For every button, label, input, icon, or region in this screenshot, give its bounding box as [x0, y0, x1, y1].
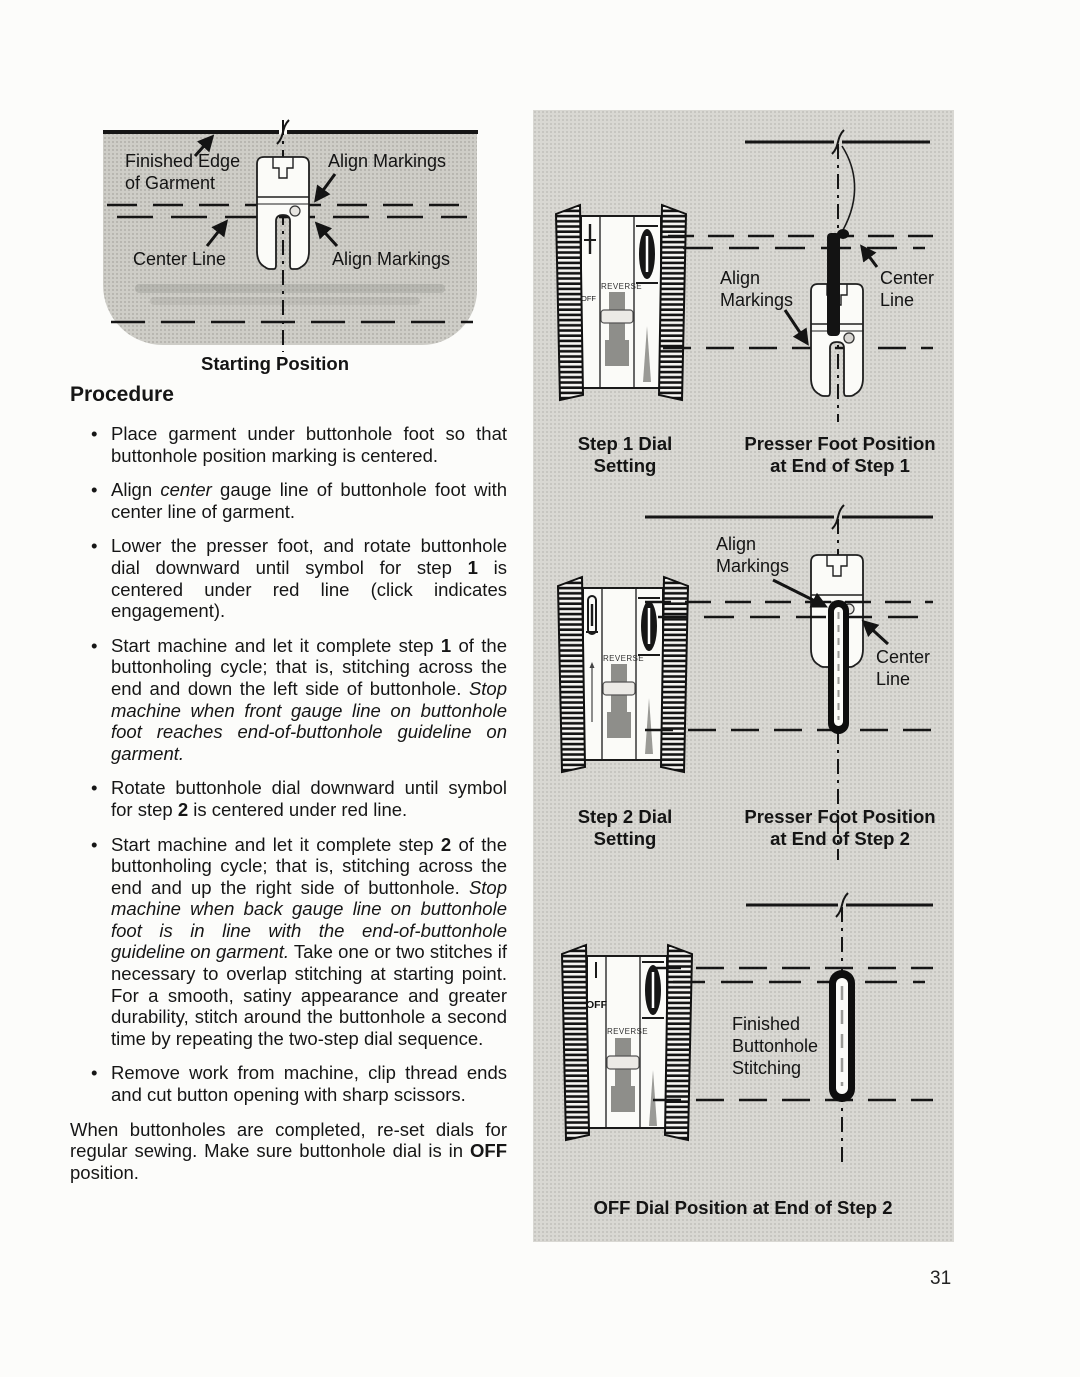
arrow-align-markings	[783, 309, 809, 346]
panel3-caption: OFF Dial Position at End of Step 2	[593, 1197, 893, 1218]
knurled-band	[554, 203, 585, 402]
bullet-marker: •	[91, 833, 98, 855]
panel3-label-finished: Finished Buttonhole Stitching	[732, 1014, 819, 1078]
bullet-text: Start machine and let it complete step 1…	[111, 634, 507, 764]
procedure-bullet-1: • Place garment under buttonhole foot so…	[70, 423, 507, 466]
procedure-bullet-7: • Remove work from machine, clip thread …	[70, 1062, 507, 1105]
panel2-label-center-line: Center Line	[876, 647, 931, 689]
arrow-align-bottom	[314, 221, 339, 248]
bullet-marker: •	[91, 634, 98, 656]
panel1-label-align-markings: Align Markings	[720, 268, 794, 310]
bullet-text: Align center gauge line of buttonhole fo…	[111, 479, 507, 522]
break-slash	[831, 504, 845, 530]
panel1-art: OFF REVERSE	[554, 129, 933, 422]
arrow-align-markings	[772, 578, 828, 608]
bullet-marker: •	[91, 535, 98, 557]
dial-off-label: OFF	[586, 999, 608, 1011]
bullet-marker: •	[91, 777, 98, 799]
bullet-marker: •	[91, 423, 98, 444]
label-center-line: Center Line	[133, 249, 227, 269]
label-align-markings-bottom: Align Markings	[332, 249, 451, 269]
panel3-art: OFF REVERSE	[560, 892, 933, 1167]
procedure-bullet-6: • Start machine and let it complete step…	[70, 834, 507, 1050]
bullet-text: Place garment under buttonhole foot so t…	[111, 423, 507, 466]
dial-pointer	[643, 326, 651, 382]
stitching	[827, 233, 840, 336]
bullet-marker: •	[91, 479, 98, 501]
procedure-bullet-5: • Rotate buttonhole dial downward until …	[70, 777, 507, 820]
buttonhole-dial-step1: OFF REVERSE	[554, 203, 688, 402]
dial-reverse-label: REVERSE	[603, 654, 644, 663]
panel2-art: REVERSE	[556, 504, 933, 860]
bullet-marker: •	[91, 1062, 98, 1084]
panel1-label-center-line: Center Line	[880, 268, 935, 310]
bullet-text: Lower the presser foot, and rotate butto…	[111, 535, 507, 622]
knurled-band	[657, 203, 688, 402]
label-finished-edge: Finished Edge of Garment	[125, 151, 241, 193]
knurled-band	[556, 575, 587, 774]
closing-paragraph: When buttonholes are completed, re-set d…	[70, 1118, 507, 1183]
dial-reverse-label: REVERSE	[601, 282, 642, 291]
start-figure-caption: Starting Position	[201, 353, 349, 374]
bullet-text: Remove work from machine, clip thread en…	[111, 1062, 507, 1106]
procedure-bullet-2: • Align center gauge line of buttonhole …	[70, 479, 507, 522]
smudged-print	[135, 284, 445, 293]
procedure-section: Procedure • Place garment under buttonho…	[70, 384, 507, 1183]
procedure-heading: Procedure	[70, 383, 174, 406]
break-slash	[835, 892, 849, 918]
stitch-knot	[837, 229, 849, 239]
panel2-caption-dial: Step 2 Dial Setting	[577, 806, 673, 849]
buttonhole-dial-step2: REVERSE	[556, 575, 690, 774]
starting-position-figure: Finished Edge of Garment Align Markings …	[95, 112, 490, 357]
starting-position-art	[103, 119, 478, 352]
panel1-caption-dial: Step 1 Dial Setting	[577, 433, 673, 476]
page-number: 31	[930, 1268, 952, 1289]
arrow-center-line	[205, 219, 229, 247]
arrow-align-top	[314, 173, 337, 203]
dial-pointer	[649, 1070, 657, 1126]
dial-pointer	[645, 698, 653, 754]
thread	[841, 145, 856, 231]
panel1-caption-foot: Presser Foot Position at End of Step 1	[744, 433, 936, 476]
arrow-center-line	[860, 244, 879, 268]
arrow-finished-edge	[193, 134, 215, 158]
needle-screw	[843, 332, 855, 344]
bullet-text: Rotate buttonhole dial downward until sy…	[111, 777, 507, 820]
panel2-caption-foot: Presser Foot Position at End of Step 2	[744, 806, 936, 849]
knurled-band	[663, 943, 694, 1142]
dial-off-label: OFF	[581, 294, 596, 303]
break-slash	[831, 129, 845, 155]
knurled-band	[659, 575, 690, 774]
bullet-text: Start machine and let it complete step 2…	[111, 833, 507, 1049]
presser-foot-illustration	[256, 156, 310, 270]
panel2-label-align-markings: Align Markings	[716, 534, 790, 576]
label-align-markings-top: Align Markings	[328, 151, 447, 171]
procedure-bullet-4: • Start machine and let it complete step…	[70, 635, 507, 765]
buttonhole-dial-off: OFF REVERSE	[560, 943, 694, 1142]
procedure-bullet-3: • Lower the presser foot, and rotate but…	[70, 535, 507, 621]
arrow-center-line	[861, 619, 890, 646]
dial-reverse-label: REVERSE	[607, 1027, 648, 1036]
smudged-print	[150, 297, 420, 305]
knurled-band	[560, 943, 591, 1142]
